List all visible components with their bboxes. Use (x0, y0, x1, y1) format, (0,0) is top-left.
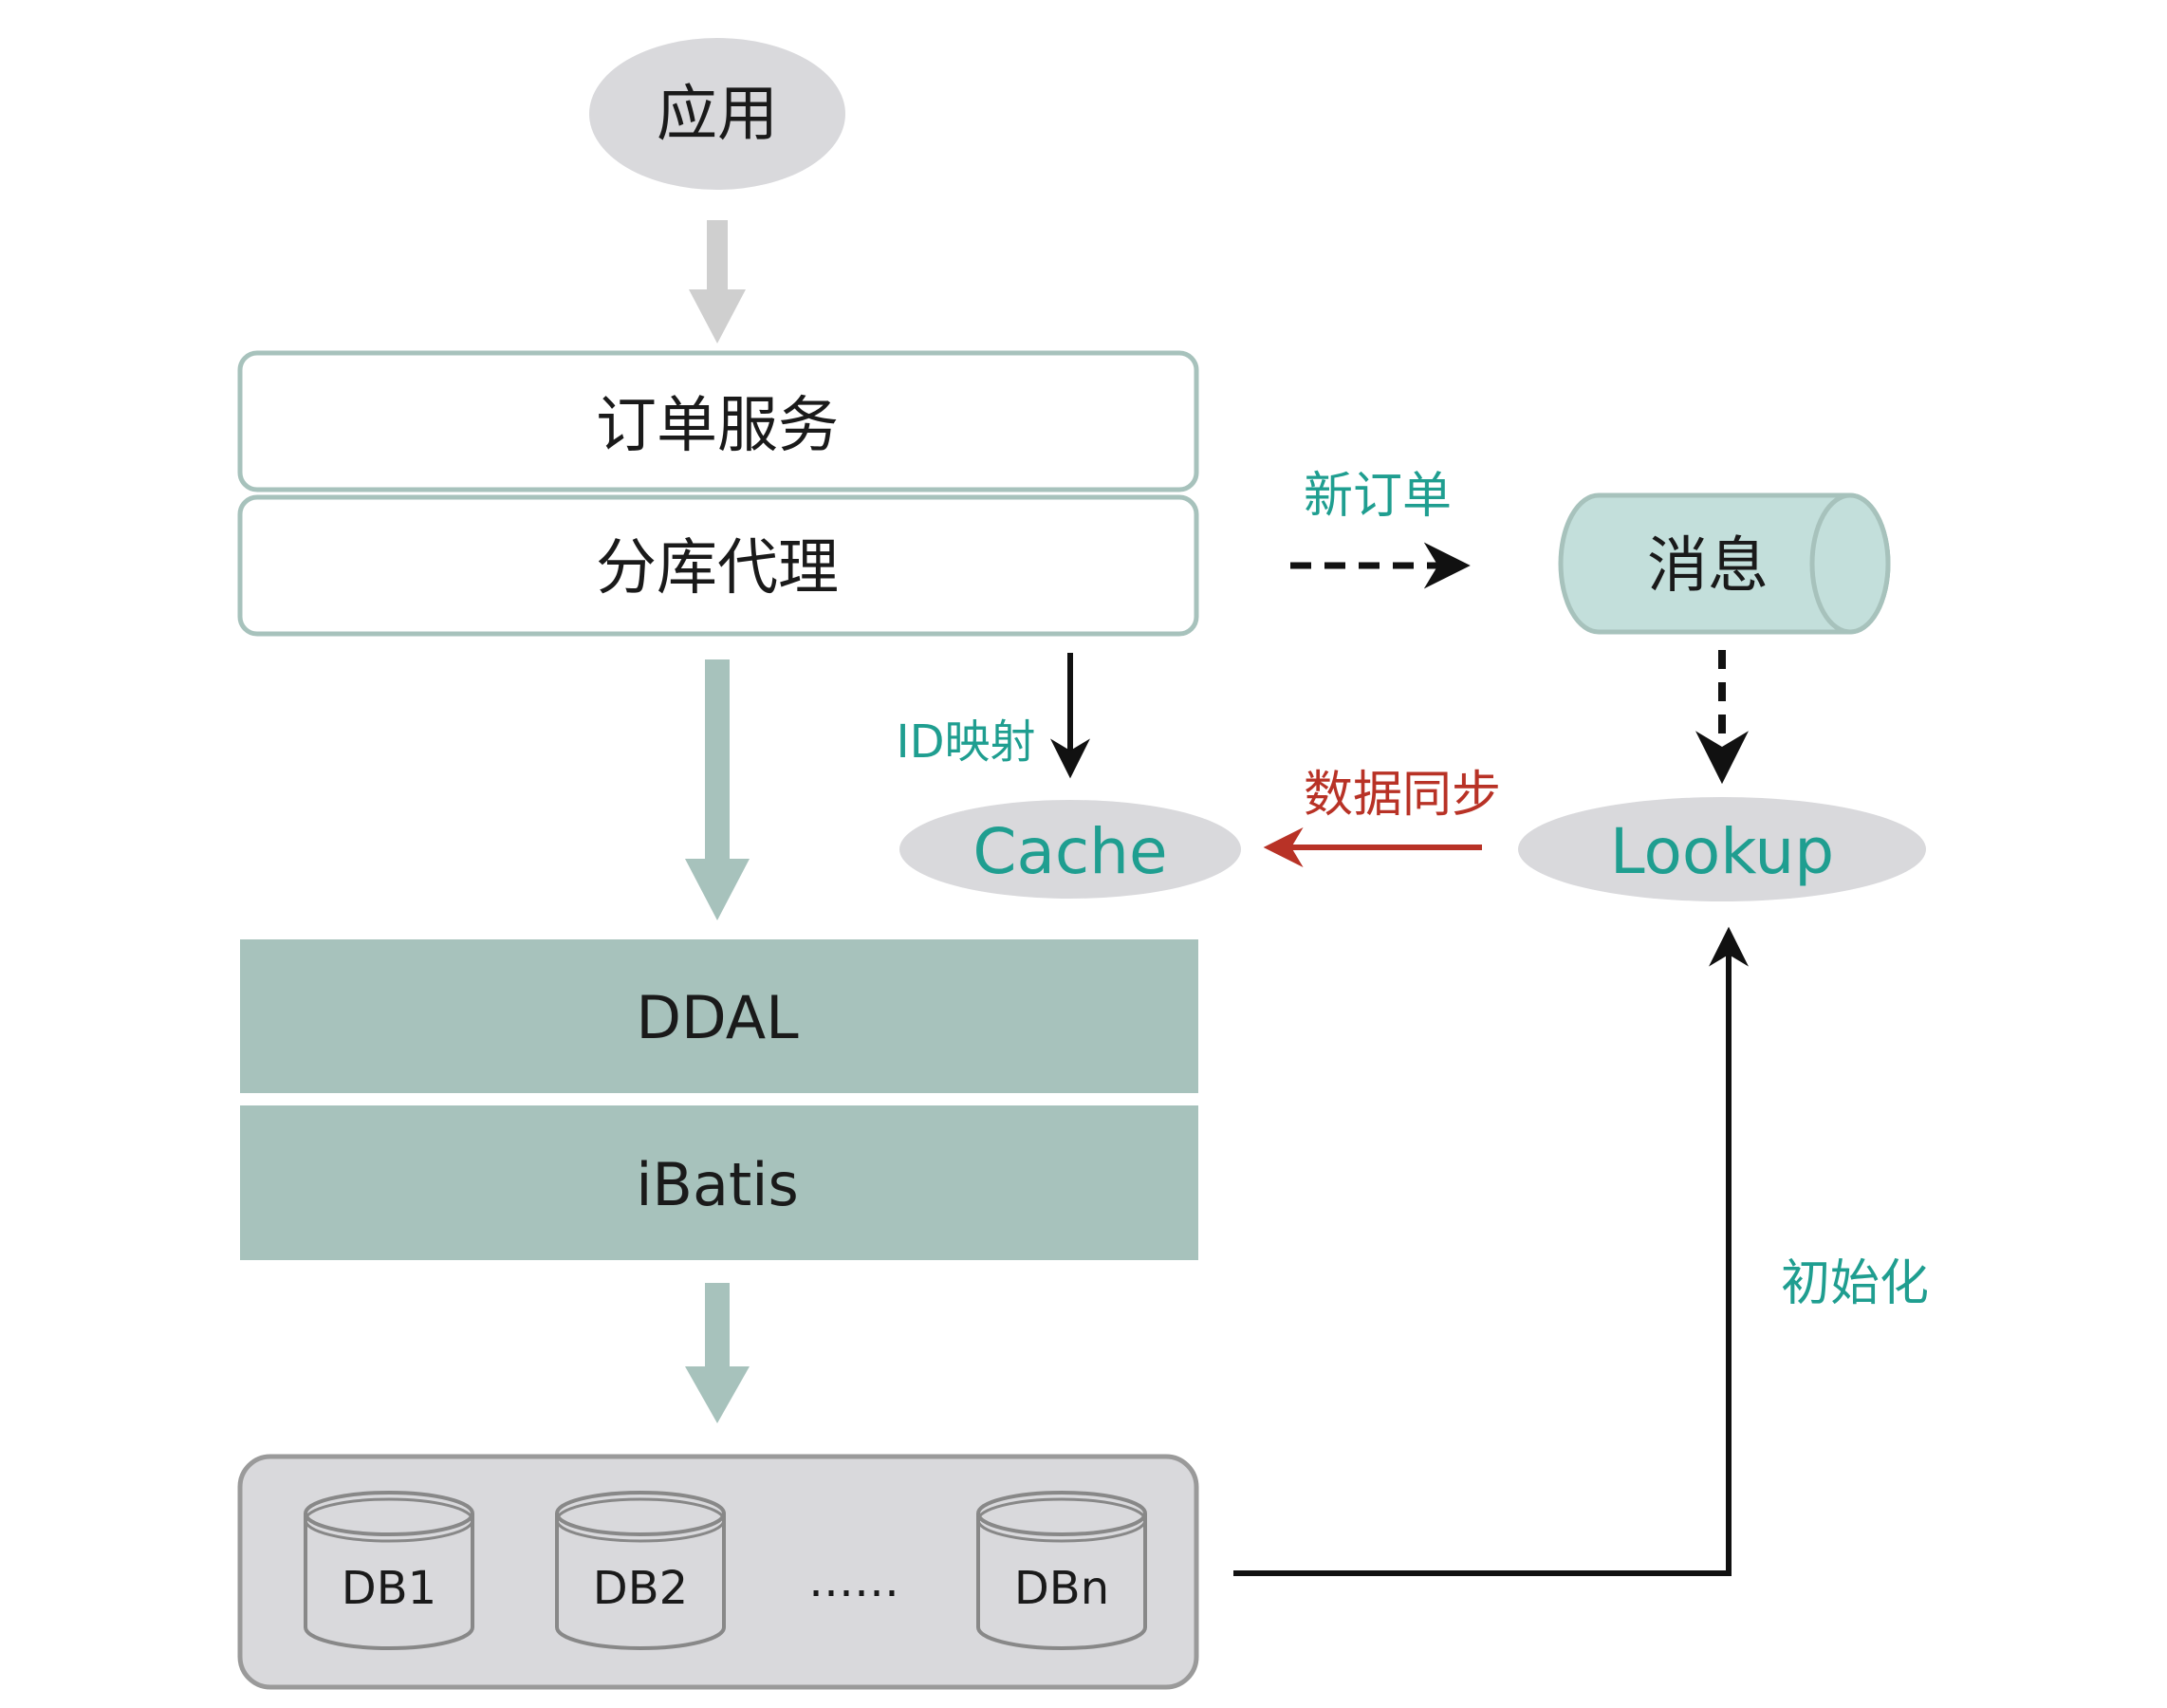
ddal-label: DDAL (636, 983, 799, 1052)
shard-proxy-box (237, 494, 1199, 637)
db1-label: DB1 (342, 1562, 436, 1615)
message-label: 消息 (1647, 531, 1769, 602)
app-to-service-arrow (689, 220, 746, 343)
proxy-to-ddal-arrow (685, 659, 750, 920)
new-order-edge-label: 新订单 (1304, 468, 1452, 525)
app-node (589, 38, 845, 190)
init-edge-label: 初始化 (1781, 1255, 1929, 1312)
dbn-label: DBn (1014, 1562, 1109, 1615)
ibatis-to-db-arrow (685, 1283, 750, 1423)
dbn-cylinder (976, 1491, 1147, 1650)
cache-node (899, 800, 1241, 899)
id-mapping-edge-label: ID映射 (896, 715, 1035, 769)
shard-proxy-label: 分库代理 (596, 533, 839, 603)
db-ellipsis: …… (808, 1554, 899, 1607)
message-queue (1558, 492, 1891, 635)
order-service-label: 订单服务 (596, 391, 839, 461)
cache-label: Cache (972, 815, 1167, 888)
lookup-label: Lookup (1610, 815, 1834, 888)
db1-cylinder (304, 1491, 474, 1650)
db2-cylinder (555, 1491, 726, 1650)
ddal-box (240, 939, 1198, 1093)
order-service-box (237, 350, 1199, 492)
ibatis-box (240, 1105, 1198, 1260)
lookup-node (1518, 797, 1926, 901)
app-label: 应用 (657, 80, 778, 150)
data-sync-edge-label: 数据同步 (1304, 767, 1501, 824)
db2-label: DB2 (593, 1562, 688, 1615)
init-arrow (1233, 926, 1749, 1576)
ibatis-label: iBatis (636, 1150, 799, 1219)
